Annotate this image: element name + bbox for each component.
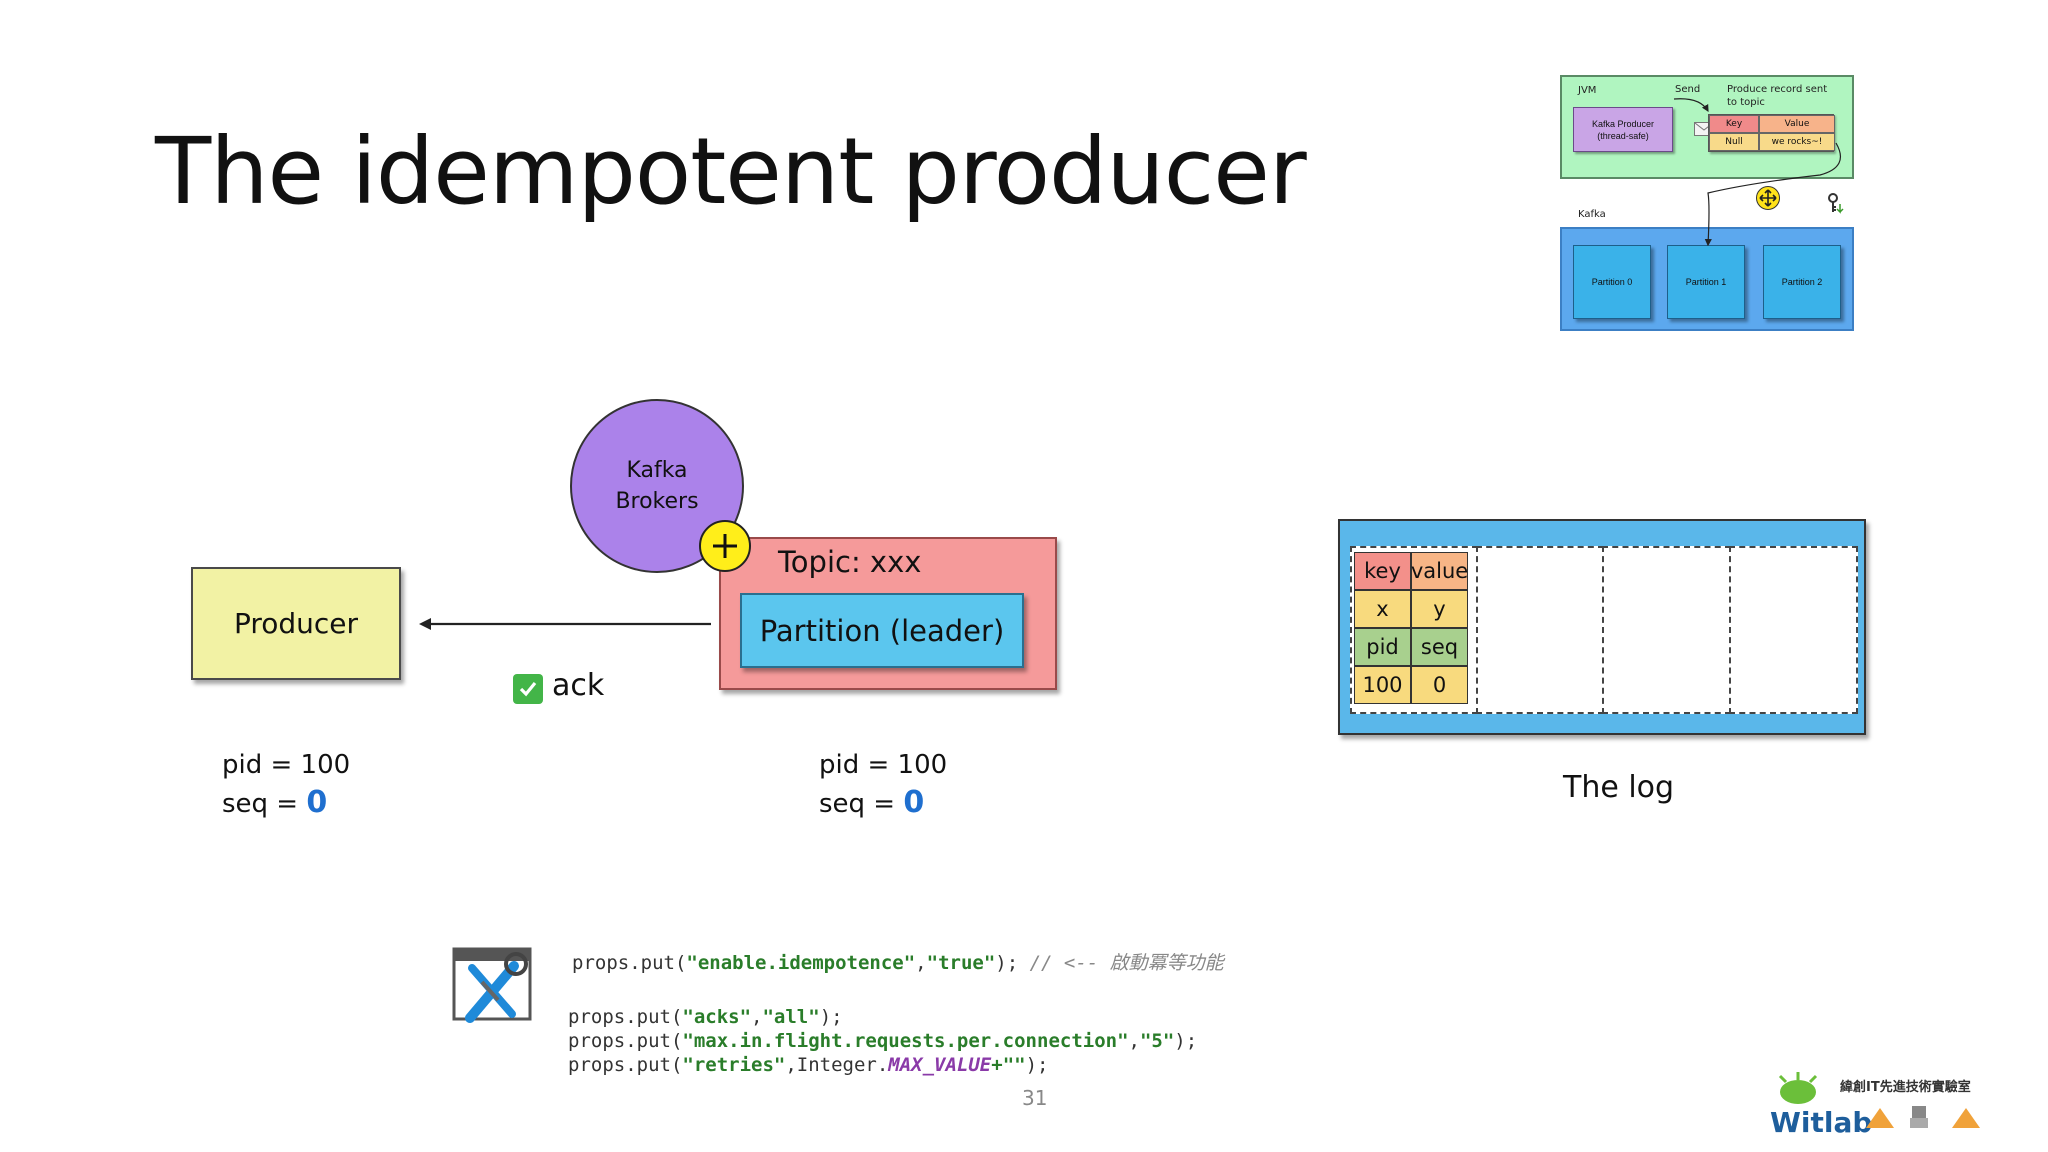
log-segment-2 bbox=[1602, 546, 1731, 714]
producer-seq-prefix: seq = bbox=[222, 789, 307, 819]
code-1-comment: // <-- 啟動冪等功能 bbox=[1029, 952, 1224, 974]
code-line-1: props.put("enable.idempotence","true"); … bbox=[572, 948, 1224, 975]
brokers-line2: Brokers bbox=[615, 489, 699, 514]
mini-record-key-header: Key bbox=[1709, 115, 1759, 133]
mini-record-key: Null bbox=[1709, 133, 1759, 151]
code-3-c: , bbox=[1128, 1030, 1140, 1052]
code-4-c: ,Integer. bbox=[785, 1054, 889, 1076]
code-4-b: "retries" bbox=[682, 1054, 786, 1076]
developer-tools-icon bbox=[452, 947, 532, 1023]
mini-partition-0: Partition 0 bbox=[1573, 245, 1651, 319]
code-2-e: ); bbox=[819, 1006, 843, 1028]
code-3-b: "max.in.flight.requests.per.connection" bbox=[682, 1030, 1129, 1052]
log-segment-3 bbox=[1729, 546, 1858, 714]
key-icon bbox=[1828, 193, 1844, 214]
code-2-a: props.put( bbox=[568, 1006, 683, 1028]
code-line-2: props.put("acks","all"); bbox=[568, 1006, 843, 1028]
code-3-a: props.put( bbox=[568, 1030, 683, 1052]
broker-state: pid = 100 seq = 0 bbox=[819, 746, 947, 823]
code-4-k: MAX_VALUE bbox=[888, 1054, 992, 1076]
code-4-d: +"" bbox=[991, 1054, 1026, 1076]
code-line-4: props.put("retries",Integer.MAX_VALUE+""… bbox=[568, 1054, 1048, 1076]
log-value: y bbox=[1411, 590, 1468, 628]
broker-pid: pid = 100 bbox=[819, 750, 948, 780]
producer-seq-value: 0 bbox=[306, 785, 328, 820]
witlab-logo: Witlab bbox=[1770, 1106, 1873, 1139]
log-pid-header: pid bbox=[1354, 628, 1411, 666]
producer-box: Producer bbox=[191, 567, 401, 680]
code-2-c: , bbox=[751, 1006, 763, 1028]
log-segment-1 bbox=[1476, 546, 1604, 714]
code-1-d: "true" bbox=[926, 952, 996, 974]
log-value-header: value bbox=[1411, 552, 1468, 590]
robots-icon bbox=[1866, 1106, 1980, 1128]
topic-label: Topic: xxx bbox=[778, 545, 922, 579]
kafka-producer-line2: (thread-safe) bbox=[1597, 130, 1649, 141]
partition-leader-box: Partition (leader) bbox=[740, 593, 1024, 668]
witlab-logo-icon bbox=[1778, 1072, 1818, 1104]
mini-record: Key Value Null we rocks~! bbox=[1708, 114, 1835, 152]
mini-partition-1: Partition 1 bbox=[1667, 245, 1745, 319]
log-key-header: key bbox=[1354, 552, 1411, 590]
checkmark-icon bbox=[513, 674, 543, 704]
kafka-producer-line1: Kafka Producer bbox=[1591, 118, 1655, 129]
move-icon bbox=[1756, 186, 1780, 210]
broker-seq: seq = 0 bbox=[819, 784, 947, 823]
produce-label-line1: Produce record sent bbox=[1727, 84, 1828, 95]
mini-record-value-header: Value bbox=[1759, 115, 1835, 133]
code-line-3: props.put("max.in.flight.requests.per.co… bbox=[568, 1030, 1197, 1052]
produce-label-line2: to topic bbox=[1727, 97, 1765, 108]
code-3-e: ); bbox=[1174, 1030, 1198, 1052]
plus-icon bbox=[699, 520, 751, 572]
log-record: key value x y pid seq 100 0 bbox=[1354, 552, 1468, 704]
witlab-tagline: 緯創IT先進技術實驗室 bbox=[1840, 1080, 1971, 1095]
code-2-d: "all" bbox=[762, 1006, 820, 1028]
code-1-c: , bbox=[915, 952, 927, 974]
code-2-b: "acks" bbox=[682, 1006, 752, 1028]
log-pid: 100 bbox=[1354, 666, 1411, 704]
producer-state: pid = 100 seq = 0 bbox=[222, 746, 350, 823]
log-seq-header: seq bbox=[1411, 628, 1468, 666]
code-4-a: props.put( bbox=[568, 1054, 683, 1076]
log-seq: 0 bbox=[1411, 666, 1468, 704]
page-number: 31 bbox=[1022, 1086, 1048, 1110]
broker-seq-prefix: seq = bbox=[819, 789, 904, 819]
ack-arrow bbox=[419, 618, 711, 630]
mini-record-value: we rocks~! bbox=[1759, 133, 1835, 151]
code-3-d: "5" bbox=[1139, 1030, 1175, 1052]
code-1-b: "enable.idempotence" bbox=[686, 952, 916, 974]
kafka-label: Kafka bbox=[1578, 209, 1606, 220]
code-4-e: ); bbox=[1025, 1054, 1049, 1076]
code-1-e: ); bbox=[995, 952, 1030, 974]
log-key: x bbox=[1354, 590, 1411, 628]
ack-label: ack bbox=[552, 668, 605, 703]
log-label: The log bbox=[1563, 770, 1675, 805]
mini-arrows bbox=[1673, 98, 1841, 247]
jvm-label: JVM bbox=[1578, 85, 1597, 96]
brokers-line1: Kafka bbox=[626, 458, 688, 483]
code-1-a: props.put( bbox=[572, 952, 687, 974]
kafka-producer-box: Kafka Producer (thread-safe) bbox=[1573, 107, 1673, 152]
mini-partition-2: Partition 2 bbox=[1763, 245, 1841, 319]
send-label: Send bbox=[1675, 84, 1701, 95]
broker-seq-value: 0 bbox=[903, 785, 925, 820]
slide-title: The idempotent producer bbox=[155, 118, 1307, 225]
producer-pid: pid = 100 bbox=[222, 750, 351, 780]
producer-seq: seq = 0 bbox=[222, 784, 350, 823]
